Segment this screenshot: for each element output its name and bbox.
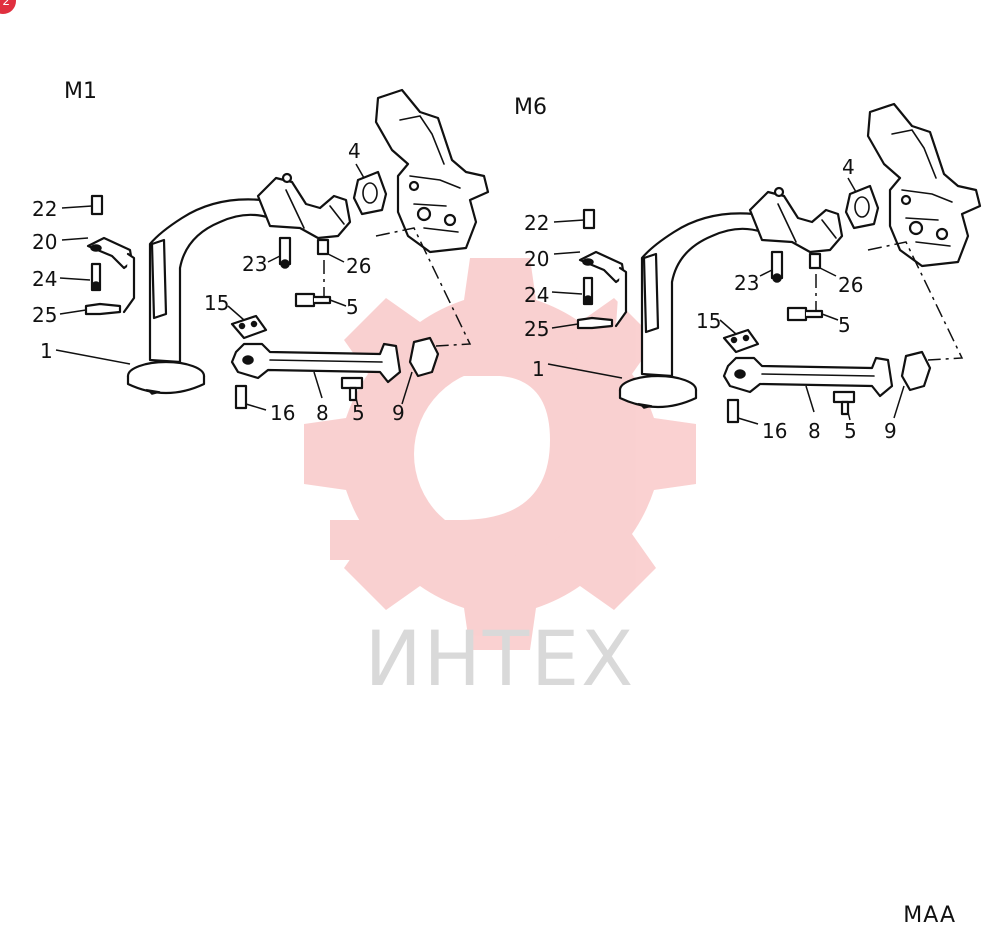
callout-8: 8 [808, 419, 821, 443]
watermark: ИНТЕХ [304, 258, 696, 703]
view-title: M1 [64, 79, 97, 104]
assembly-m1-drawing [54, 88, 490, 412]
callout-26: 26 [838, 273, 863, 297]
callout-15: 15 [204, 291, 229, 315]
callout-5-lower: 5 [844, 419, 857, 443]
callout-24: 24 [32, 267, 57, 291]
callout-9: 9 [884, 419, 897, 443]
view-title: M6 [514, 95, 547, 120]
watermark-text: ИНТЕХ [365, 614, 636, 703]
callout-1: 1 [532, 357, 545, 381]
callout-16: 16 [270, 401, 295, 425]
callout-5-upper: 5 [346, 295, 359, 319]
callout-23: 23 [242, 252, 267, 276]
callout-26: 26 [346, 254, 371, 278]
callout-8: 8 [316, 401, 329, 425]
callout-4: 4 [348, 139, 361, 163]
view-m1: M1 22 20 24 25 1 15 16 8 5 9 23 26 5 4 [32, 79, 490, 425]
callout-16: 16 [762, 419, 787, 443]
callout-5-lower: 5 [352, 401, 365, 425]
callout-1: 1 [40, 339, 53, 363]
callout-15: 15 [696, 309, 721, 333]
watermark-gear-icon [304, 258, 696, 650]
callout-24: 24 [524, 283, 549, 307]
callout-20: 20 [524, 247, 549, 271]
drawing-code: MAA [903, 903, 956, 928]
callout-25: 25 [524, 317, 549, 341]
view-m6: M6 22 20 24 25 1 15 16 8 5 9 23 26 5 4 [514, 95, 982, 443]
callout-20: 20 [32, 230, 57, 254]
callout-23: 23 [734, 271, 759, 295]
assembly-m6-drawing [546, 102, 982, 426]
callout-4: 4 [842, 155, 855, 179]
callout-5-upper: 5 [838, 313, 851, 337]
callout-25: 25 [32, 303, 57, 327]
callout-22: 22 [524, 211, 549, 235]
callout-9: 9 [392, 401, 405, 425]
callout-22: 22 [32, 197, 57, 221]
